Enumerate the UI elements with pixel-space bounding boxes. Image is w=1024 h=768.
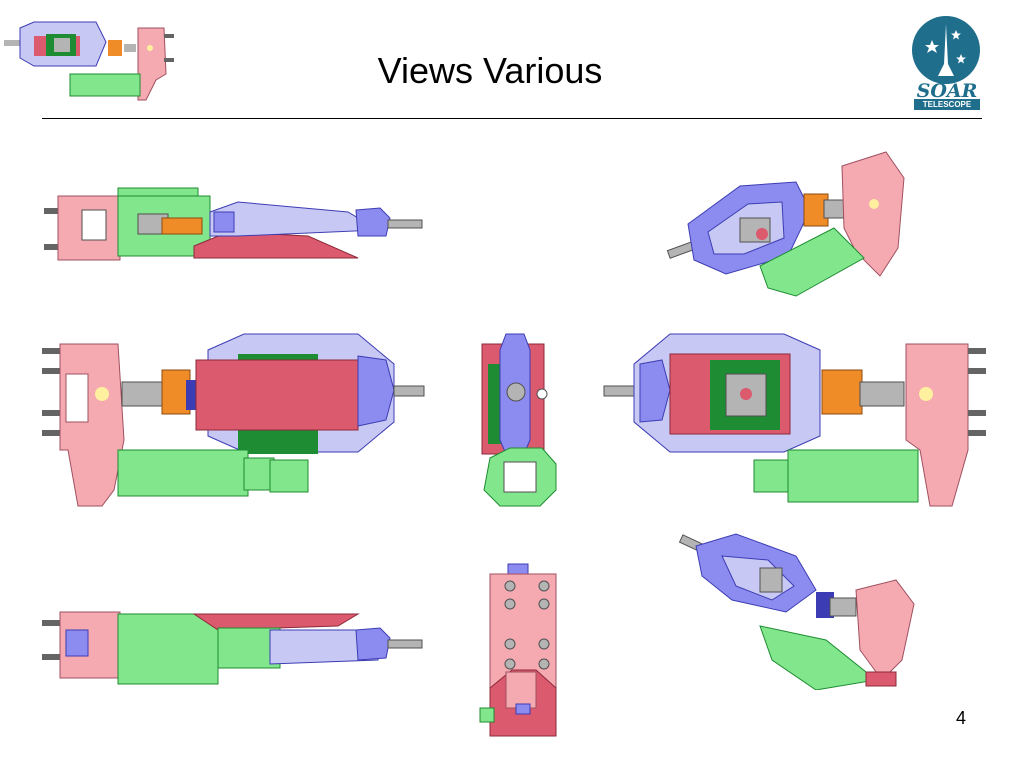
bottom-view-center [479, 563, 557, 737]
side-view-top [44, 187, 423, 261]
isometric-view-top-right [666, 151, 905, 297]
page-number: 4 [955, 708, 966, 728]
logo-word: SOAR [916, 80, 978, 102]
top-view-middle [42, 333, 425, 507]
side-view-bottom [42, 611, 423, 685]
title-divider [42, 118, 982, 119]
stars-icon [925, 30, 966, 64]
isometric-view-bottom-right [678, 533, 915, 690]
slide-title: Views Various [377, 50, 603, 91]
soar-logo [912, 16, 980, 84]
front-view-center [481, 333, 557, 507]
top-view-right [603, 333, 986, 507]
logo-subword: TELESCOPE [914, 99, 980, 110]
thumbnail-assembly-view [4, 21, 174, 101]
